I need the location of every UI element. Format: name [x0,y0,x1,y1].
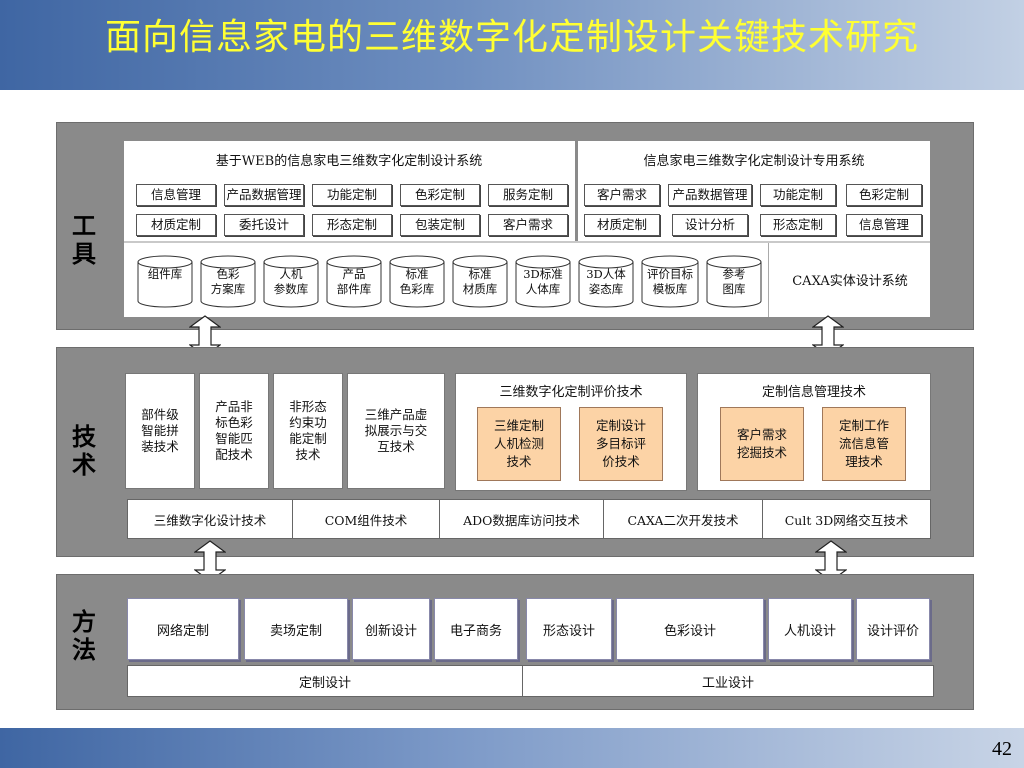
eval-tech-item: 定制设计 多目标评 价技术 [579,407,663,481]
database-cylinder[interactable]: 组件库 [137,255,193,309]
slide-title: 面向信息家电的三维数字化定制设计关键技术研究 [104,17,919,58]
tech-row-cell: 三维数字化设计技术 [127,499,293,539]
web-btn-material[interactable]: 材质定制 [136,214,216,236]
eval-tech-title: 三维数字化定制评价技术 [499,385,643,400]
database-icon [706,255,762,308]
database-cylinder[interactable]: 标准 材质库 [452,255,508,309]
method-item: 电子商务 [434,598,518,660]
system-divider [575,141,578,241]
tech-box: 部件级 智能拼 装技术 [125,373,195,489]
caxa-divider [768,243,769,317]
tech-row-cell: ADO数据库访问技术 [439,499,604,539]
tools-label: 工 具 [72,212,96,268]
database-cylinder[interactable]: 评价目标 模板库 [641,255,699,309]
web-btn-color[interactable]: 色彩定制 [400,184,480,206]
tech-label: 技 术 [72,423,96,479]
db-divider [124,241,930,243]
database-icon [389,255,445,308]
eval-tech-item: 三维定制 人机检测 技术 [477,407,561,481]
sp-btn-color[interactable]: 色彩定制 [846,184,922,206]
web-btn-entrust[interactable]: 委托设计 [224,214,304,236]
database-label: 标准 色彩库 [399,267,435,296]
database-icon [200,255,256,308]
database-icon [452,255,508,308]
sp-btn-function[interactable]: 功能定制 [760,184,836,206]
web-btn-service[interactable]: 服务定制 [488,184,568,206]
tech-row-cell: COM组件技术 [292,499,440,539]
tech-box: 非形态 约束功 能定制 技术 [273,373,343,489]
database-cylinder[interactable]: 参考 图库 [706,255,762,309]
method-item: 色彩设计 [616,598,764,660]
database-label: 色彩 方案库 [210,267,246,296]
web-btn-form[interactable]: 形态定制 [312,214,392,236]
method-item: 网络定制 [127,598,239,660]
web-btn-package[interactable]: 包装定制 [400,214,480,236]
method-group-industrial: 工业设计 [522,665,934,697]
sp-btn-info-manage[interactable]: 信息管理 [846,214,922,236]
info-tech-item: 定制工作 流信息管 理技术 [822,407,906,481]
web-btn-info-manage[interactable]: 信息管理 [136,184,216,206]
caxa-system-label: CAXA实体设计系统 [792,274,908,289]
tech-row-cell: CAXA二次开发技术 [603,499,763,539]
database-label: 产品 部件库 [336,267,372,296]
database-cylinder[interactable]: 3D人体 姿态库 [578,255,634,309]
database-label: 组件库 [147,267,183,281]
sp-btn-customer[interactable]: 客户需求 [584,184,660,206]
database-icon [137,255,193,308]
database-cylinder[interactable]: 色彩 方案库 [200,255,256,309]
sp-btn-form[interactable]: 形态定制 [760,214,836,236]
method-group-custom: 定制设计 [127,665,523,697]
sp-btn-product-data[interactable]: 产品数据管理 [668,184,752,206]
database-icon [578,255,634,308]
database-label: 评价目标 模板库 [647,267,693,296]
web-btn-function[interactable]: 功能定制 [312,184,392,206]
database-label: 标准 材质库 [462,267,498,296]
method-item: 卖场定制 [244,598,348,660]
database-cylinder[interactable]: 产品 部件库 [326,255,382,309]
database-cylinder[interactable]: 人机 参数库 [263,255,319,309]
database-label: 人机 参数库 [273,267,309,296]
database-label: 3D人体 姿态库 [586,267,626,296]
sp-btn-material[interactable]: 材质定制 [584,214,660,236]
database-label: 参考 图库 [722,267,746,296]
method-item: 形态设计 [526,598,612,660]
database-cylinder[interactable]: 3D标准 人体库 [515,255,571,309]
footer-bar [0,728,1024,768]
database-icon [515,255,571,308]
sp-btn-analysis[interactable]: 设计分析 [672,214,748,236]
database-cylinder[interactable]: 标准 色彩库 [389,255,445,309]
web-system-title: 基于WEB的信息家电三维数字化定制设计系统 [215,154,483,169]
header-bar [0,0,1024,90]
method-label: 方 法 [72,608,96,664]
web-btn-product-data[interactable]: 产品数据管理 [224,184,304,206]
method-item: 人机设计 [768,598,852,660]
special-system-title: 信息家电三维数字化定制设计专用系统 [643,154,865,169]
database-icon [326,255,382,308]
info-tech-item: 客户需求 挖掘技术 [720,407,804,481]
tech-box: 三维产品虚 拟展示与交 互技术 [347,373,445,489]
info-tech-title: 定制信息管理技术 [761,385,866,400]
method-item: 创新设计 [352,598,430,660]
database-icon [641,255,699,308]
tech-row-cell: Cult 3D网络交互技术 [762,499,931,539]
database-label: 3D标准 人体库 [523,267,563,296]
database-icon [263,255,319,308]
tech-box: 产品非 标色彩 智能匹 配技术 [199,373,269,489]
method-item: 设计评价 [856,598,930,660]
page-number: 42 [992,738,1012,760]
web-btn-customer[interactable]: 客户需求 [488,214,568,236]
